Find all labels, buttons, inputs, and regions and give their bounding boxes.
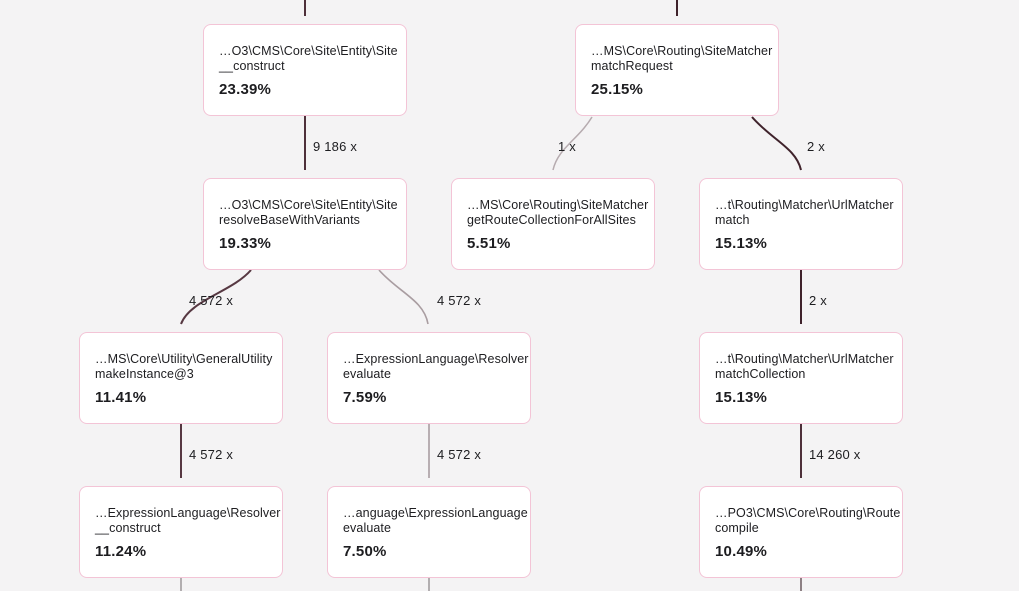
- arrowhead-el-evaluate: [423, 478, 436, 486]
- arrowhead-resolver-construct: [175, 478, 188, 486]
- edge-matchrequest-to-match: [751, 116, 802, 171]
- node-class-path: …O3\CMS\Core\Site\Entity\Site: [219, 44, 398, 58]
- edge-count-label: 9 186 x: [313, 139, 358, 154]
- node-expressionlanguage-evaluate[interactable]: …anguage\ExpressionLanguage evaluate 7.5…: [327, 486, 531, 578]
- node-function: matchRequest: [591, 59, 673, 73]
- arrowhead-site-construct: [299, 16, 312, 24]
- node-sitematcher-getroutes[interactable]: …MS\Core\Routing\SiteMatcher getRouteCol…: [451, 178, 655, 270]
- arrowhead-match: [795, 170, 808, 178]
- arrowhead-compile: [795, 478, 808, 486]
- node-percent: 15.13%: [715, 389, 768, 406]
- edge-matchrequest-to-getroutes: [552, 116, 593, 171]
- node-function: getRouteCollectionForAllSites: [467, 213, 636, 227]
- node-percent: 19.33%: [219, 235, 272, 252]
- node-percent: 7.59%: [343, 389, 387, 406]
- node-class-path: …MS\Core\Routing\SiteMatcher: [591, 44, 773, 58]
- arrowhead-matchcollection: [795, 324, 808, 332]
- node-class-path: …ExpressionLanguage\Resolver: [95, 506, 281, 520]
- node-generalutility-makeinstance[interactable]: …MS\Core\Utility\GeneralUtility makeInst…: [79, 332, 283, 424]
- node-resolver-construct[interactable]: …ExpressionLanguage\Resolver __construct…: [79, 486, 283, 578]
- node-class-path: …t\Routing\Matcher\UrlMatcher: [715, 198, 894, 212]
- node-function: evaluate: [343, 367, 392, 381]
- edge-resolvebase-to-resolver-evaluate: [378, 269, 429, 325]
- node-resolver-evaluate[interactable]: …ExpressionLanguage\Resolver evaluate 7.…: [327, 332, 531, 424]
- node-site-resolvebase[interactable]: …O3\CMS\Core\Site\Entity\Site resolveBas…: [203, 178, 407, 270]
- edge-count-label: 4 572 x: [189, 447, 234, 462]
- node-function: evaluate: [343, 521, 392, 535]
- node-percent: 10.49%: [715, 543, 768, 560]
- node-urlmatcher-match[interactable]: …t\Routing\Matcher\UrlMatcher match 15.1…: [699, 178, 903, 270]
- edge-count-label: 2 x: [807, 139, 825, 154]
- node-urlmatcher-matchcollection[interactable]: …t\Routing\Matcher\UrlMatcher matchColle…: [699, 332, 903, 424]
- node-function: resolveBaseWithVariants: [219, 213, 361, 227]
- node-function: matchCollection: [715, 367, 806, 381]
- node-site-construct[interactable]: …O3\CMS\Core\Site\Entity\Site __construc…: [203, 24, 407, 116]
- node-sitematcher-matchrequest[interactable]: …MS\Core\Routing\SiteMatcher matchReques…: [575, 24, 779, 116]
- arrowhead-getroutes: [547, 170, 560, 178]
- node-class-path: …O3\CMS\Core\Site\Entity\Site: [219, 198, 398, 212]
- node-percent: 5.51%: [467, 235, 511, 252]
- edge-count-label: 4 572 x: [437, 293, 482, 308]
- node-class-path: …MS\Core\Routing\SiteMatcher: [467, 198, 649, 212]
- node-function: __construct: [95, 521, 161, 535]
- node-class-path: …anguage\ExpressionLanguage: [343, 506, 528, 520]
- node-class-path: …MS\Core\Utility\GeneralUtility: [95, 352, 273, 366]
- node-function: match: [715, 213, 750, 227]
- arrowhead-matchrequest: [671, 16, 684, 24]
- node-percent: 11.41%: [95, 389, 147, 406]
- node-function: compile: [715, 521, 759, 535]
- edge-count-label: 4 572 x: [437, 447, 482, 462]
- node-function: __construct: [219, 59, 285, 73]
- node-percent: 11.24%: [95, 543, 147, 560]
- edge-count-label: 2 x: [809, 293, 827, 308]
- arrowhead-makeinstance: [175, 324, 188, 332]
- node-function: makeInstance@3: [95, 367, 194, 381]
- node-class-path: …t\Routing\Matcher\UrlMatcher: [715, 352, 894, 366]
- node-percent: 25.15%: [591, 81, 644, 98]
- edge-count-label: 1 x: [558, 139, 576, 154]
- node-class-path: …PO3\CMS\Core\Routing\Route: [715, 506, 901, 520]
- arrowhead-resolver-evaluate: [422, 324, 435, 332]
- node-percent: 23.39%: [219, 81, 272, 98]
- edge-count-label: 4 572 x: [189, 293, 234, 308]
- edge-resolvebase-to-makeinstance: [180, 269, 252, 325]
- edge-count-label: 14 260 x: [809, 447, 861, 462]
- node-class-path: …ExpressionLanguage\Resolver: [343, 352, 529, 366]
- node-percent: 15.13%: [715, 235, 768, 252]
- node-route-compile[interactable]: …PO3\CMS\Core\Routing\Route compile 10.4…: [699, 486, 903, 578]
- node-percent: 7.50%: [343, 543, 387, 560]
- arrowhead-resolvebase: [299, 170, 312, 178]
